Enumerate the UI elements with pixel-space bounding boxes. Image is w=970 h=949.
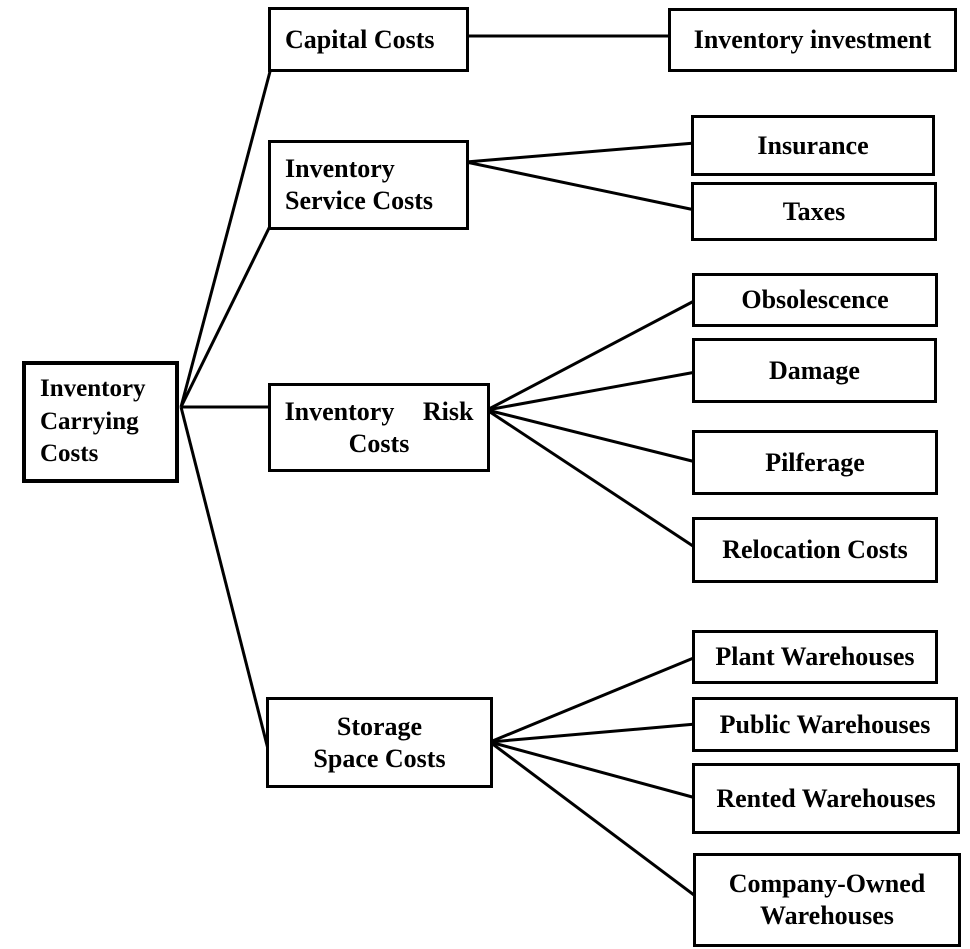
edge-root-storage [179,406,272,758]
edge-risk-relocation [486,408,697,550]
node-inventory-investment: Inventory investment [668,8,957,72]
node-damage: Damage [692,338,937,403]
edge-risk-obsolescence [486,298,697,412]
edge-risk-damage [486,370,697,412]
node-storage-space-costs: Storage Space Costs [266,697,493,788]
node-pilferage: Pilferage [692,430,938,495]
node-relocation-costs: Relocation Costs [692,517,938,583]
node-rented-warehouses: Rented Warehouses [692,763,960,834]
edge-storage-rented [489,740,697,800]
node-capital-costs: Capital Costs [268,7,469,72]
edge-service-taxes [465,160,696,212]
node-plant-warehouses: Plant Warehouses [692,630,938,684]
node-taxes: Taxes [691,182,937,241]
edge-storage-company [489,740,699,900]
edge-risk-pilferage [486,408,697,464]
edge-storage-public [489,722,697,744]
node-obsolescence: Obsolescence [692,273,938,327]
edge-root-capital [179,63,274,408]
node-company-owned-warehouses: Company-Owned Warehouses [693,853,961,947]
edge-service-insurance [465,141,696,164]
edge-storage-plant [489,655,697,744]
node-inventory-service-costs: Inventory Service Costs [268,140,469,230]
node-insurance: Insurance [691,115,935,176]
edge-root-service [179,221,274,408]
node-public-warehouses: Public Warehouses [692,697,958,752]
node-inventory-carrying-costs: Inventory Carrying Costs [22,361,179,483]
node-inventory-risk-costs: Inventory Risk Costs [268,383,490,472]
